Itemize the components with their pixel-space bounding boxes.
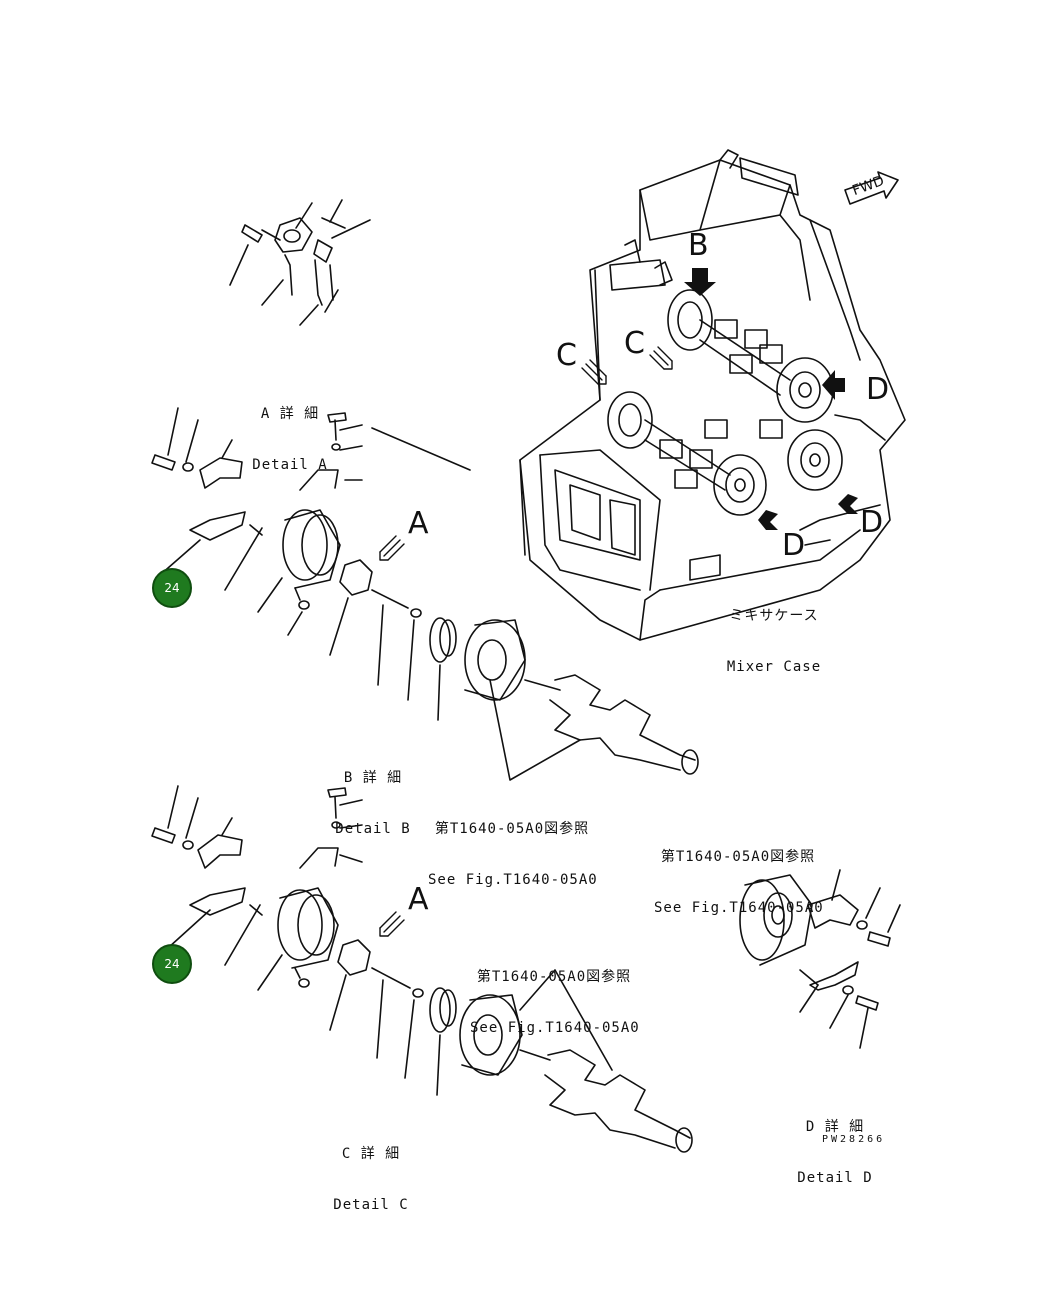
detail-a-label: A 詳 細 Detail A xyxy=(245,372,335,491)
mixer-case-drawing xyxy=(519,149,906,641)
see-fig-ref-d-en: See Fig.T1640-05A0 xyxy=(654,900,824,916)
detail-b-seefig-leaders xyxy=(489,679,581,781)
detail-c-en: Detail C xyxy=(333,1197,409,1213)
view-letter-c-left: C xyxy=(556,338,577,373)
view-letter-b: B xyxy=(688,228,709,263)
mixer-case-jp: ミキサケース xyxy=(729,608,819,624)
detail-c-drawing xyxy=(151,785,693,1153)
fwd-arrow-outline xyxy=(844,171,899,205)
detail-d-label: D 詳 細 Detail D xyxy=(790,1085,880,1204)
view-arrows xyxy=(684,268,858,530)
mixer-case-label: ミキサケース Mixer Case xyxy=(722,574,826,693)
see-fig-ref-b: 第T1640-05A0図参照 See Fig.T1640-05A0 xyxy=(428,787,598,906)
detail-a-en: Detail A xyxy=(252,457,328,473)
see-fig-ref-b-jp: 第T1640-05A0図参照 xyxy=(434,821,590,837)
detail-b-label: B 詳 細 Detail B xyxy=(328,736,418,855)
see-fig-ref-c-en: See Fig.T1640-05A0 xyxy=(470,1020,640,1036)
hatched-arrows xyxy=(581,346,673,385)
mixer-case-en: Mixer Case xyxy=(726,659,822,675)
view-letter-c-right: C xyxy=(624,326,645,361)
detail-d-jp: D 詳 細 xyxy=(805,1119,865,1135)
view-letter-a-detail-b: A xyxy=(408,506,429,541)
detail-c-label: C 詳 細 Detail C xyxy=(326,1112,416,1231)
callout-24-detail-b[interactable]: 24 xyxy=(152,568,192,608)
see-fig-ref-d: 第T1640-05A0図参照 See Fig.T1640-05A0 xyxy=(654,815,824,934)
detail-c-jp: C 詳 細 xyxy=(341,1146,401,1162)
detail-c-hatched-arrow xyxy=(379,911,405,937)
callout-24-detail-c[interactable]: 24 xyxy=(152,944,192,984)
see-fig-ref-b-en: See Fig.T1640-05A0 xyxy=(428,872,598,888)
detail-a-jp: A 詳 細 xyxy=(260,406,320,422)
view-letter-d-lower-right: D xyxy=(860,505,884,540)
view-letter-d-right: D xyxy=(866,372,890,407)
detail-a-drawing xyxy=(229,199,371,326)
detail-b-en: Detail B xyxy=(335,821,411,837)
view-letter-d-bottom: D xyxy=(782,528,806,563)
see-fig-ref-d-jp: 第T1640-05A0図参照 xyxy=(660,849,816,865)
see-fig-ref-c: 第T1640-05A0図参照 See Fig.T1640-05A0 xyxy=(470,935,640,1054)
see-fig-ref-c-jp: 第T1640-05A0図参照 xyxy=(476,969,632,985)
detail-b-jp: B 詳 細 xyxy=(343,770,403,786)
detail-b-hatched-arrow xyxy=(379,535,405,561)
detail-d-drawing xyxy=(739,869,901,1049)
detail-c-seefig-leaders xyxy=(519,969,613,1071)
drawing-code: PW28266 xyxy=(822,1134,886,1145)
detail-d-en: Detail D xyxy=(797,1170,873,1186)
detail-b-drawing xyxy=(151,407,699,775)
view-letter-a-detail-c: A xyxy=(408,882,429,917)
